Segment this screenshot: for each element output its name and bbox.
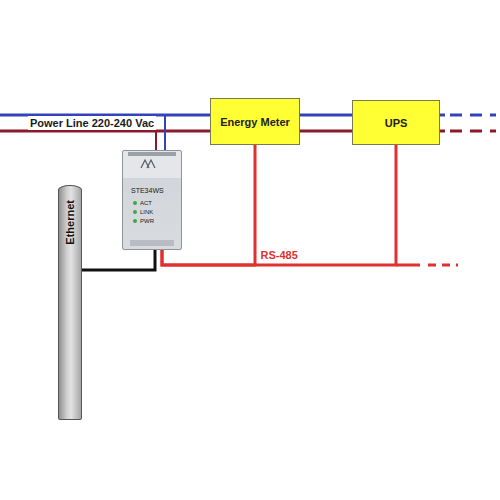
bus-extension — [396, 264, 420, 267]
node-text: Energy Meter — [220, 115, 290, 129]
led-label: LINK — [133, 208, 175, 217]
power-line-dash — [450, 114, 496, 117]
led-label: PWR — [133, 217, 175, 226]
text-wrap: Energy Meter — [220, 115, 290, 129]
line-label: Power Line 220-240 Vac — [28, 116, 156, 130]
ethernet-wire — [82, 250, 155, 270]
supply-wire — [155, 131, 157, 152]
energy-meter-box: Energy Meter — [210, 98, 300, 145]
rs485-bus — [162, 145, 396, 265]
model-name: STE34WS — [131, 187, 175, 194]
converter-module: STE34WS ACTLINKPWR — [122, 150, 182, 250]
text-wrap: UPS — [385, 116, 408, 130]
node-text: Ethernet — [64, 200, 76, 245]
node-text: UPS — [385, 116, 408, 130]
bus-label: RS-485 — [259, 249, 300, 261]
ethernet-cable: Ethernet — [58, 185, 82, 420]
bus-extension — [428, 264, 458, 267]
power-line-dash — [450, 130, 496, 133]
ups-box: UPS — [352, 100, 440, 145]
supply-wire — [164, 115, 166, 152]
led-label: ACT — [133, 199, 175, 208]
